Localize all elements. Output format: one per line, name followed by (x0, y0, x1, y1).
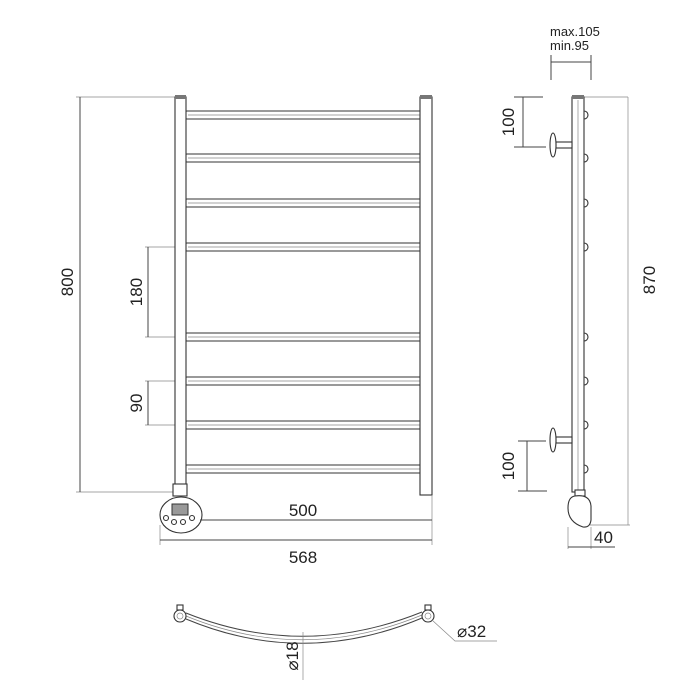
dimension-568: 568 (289, 548, 317, 567)
right-cap (420, 95, 432, 99)
dimension-180: 180 (127, 278, 146, 306)
wall-distance-max: max.105 (550, 24, 600, 39)
dimension-40: 40 (594, 528, 613, 547)
dimension-500: 500 (289, 501, 317, 520)
side-view: max.105 min.95 870 100 100 (499, 24, 659, 549)
top-wall-bracket (549, 132, 573, 158)
rung-end (583, 110, 589, 120)
rung-end (583, 332, 589, 342)
heater-neck (574, 489, 586, 497)
dimension-800: 800 (58, 268, 77, 296)
rung-end (583, 420, 589, 430)
rung-end (583, 153, 589, 163)
dimension-bottom-100: 100 (499, 452, 518, 480)
display-screen (171, 503, 189, 516)
heater-controller (159, 483, 203, 534)
rungs (182, 110, 426, 474)
bottom-wall-bracket (549, 427, 573, 453)
top-view: ⌀32 ⌀18 (173, 604, 497, 680)
left-tube-section (173, 609, 187, 623)
dimension-top-100: 100 (499, 108, 518, 136)
rung-end (583, 464, 589, 474)
dimension-870: 870 (640, 266, 659, 294)
rung-end (583, 198, 589, 208)
dimension-diameter-18: ⌀18 (283, 641, 302, 670)
right-upright (419, 96, 433, 496)
rung-end (583, 376, 589, 386)
rung-end (583, 242, 589, 252)
heater-knob (567, 495, 592, 528)
left-upright (174, 96, 187, 493)
left-cap (175, 95, 186, 99)
rung-ends (583, 110, 589, 474)
dimension-90: 90 (127, 394, 146, 413)
dimension-diameter-32: ⌀32 (457, 622, 486, 641)
front-view: 800 180 90 500 568 (58, 95, 433, 567)
wall-distance-min: min.95 (550, 38, 589, 53)
